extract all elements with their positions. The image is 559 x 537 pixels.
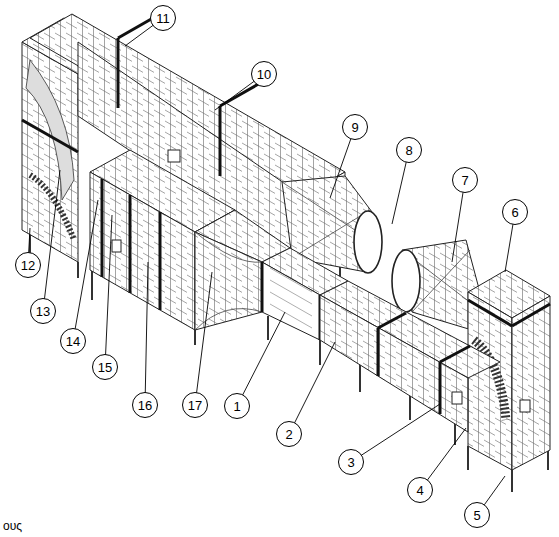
callout-number: 15 [92,354,118,380]
callout-text: 14 [66,335,80,348]
callout-number: 7 [452,167,478,193]
callout-text: 7 [461,174,468,187]
callout-text: 17 [188,399,202,412]
callout-number: 16 [132,392,158,418]
callout-number: 8 [396,137,422,163]
callout-text: 12 [21,259,35,272]
callout-number: 2 [276,421,302,447]
callout-text: 1 [233,400,240,413]
callout-text: 3 [347,456,354,469]
callout-text: 9 [351,121,358,134]
callout-number: 4 [407,477,433,503]
callout-text: 5 [473,509,480,522]
callout-number: 3 [338,449,364,475]
callout-number: 1 [224,393,250,419]
leader-lines [28,18,515,515]
callout-text: 15 [98,361,112,374]
callout-number: 12 [15,252,41,278]
callout-text: 11 [156,12,170,25]
callout-number: 9 [342,114,368,140]
callout-text: 10 [257,68,271,81]
callout-text: 2 [285,428,292,441]
lower-diffuser-duct [320,281,500,432]
callout-text: 13 [36,305,50,318]
callout-number: 13 [30,298,56,324]
callout-number: 5 [464,502,490,528]
callout-text: 6 [511,206,518,219]
caption-fragment: ους [3,519,22,533]
callout-text: 4 [416,484,423,497]
callout-number: 6 [502,199,528,225]
callout-text: 16 [138,399,152,412]
callout-number: 14 [60,328,86,354]
callout-number: 11 [150,5,176,31]
callout-number: 17 [182,392,208,418]
callout-text: 8 [405,144,412,157]
callout-number: 10 [251,61,277,87]
